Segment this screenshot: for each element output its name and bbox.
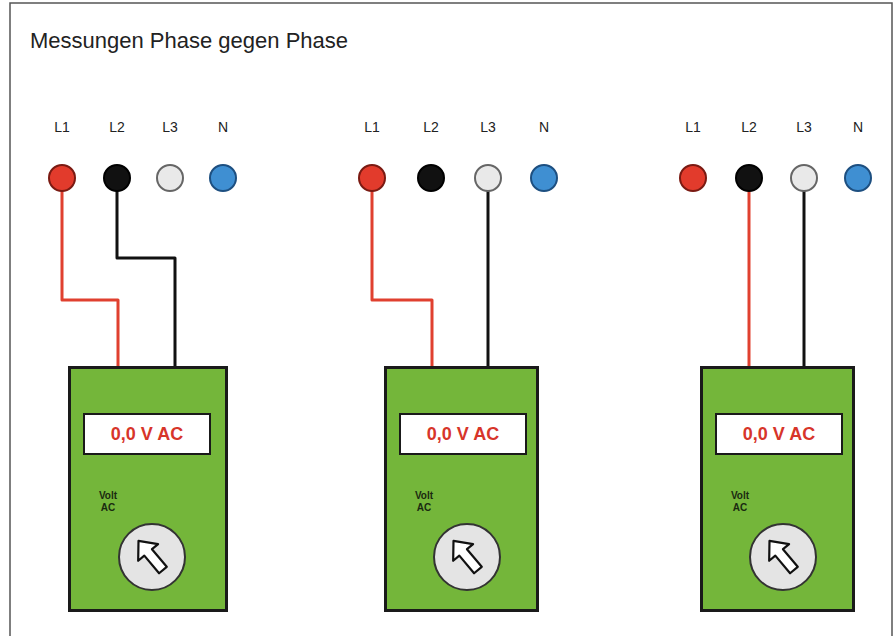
test-lead <box>748 191 751 367</box>
terminal: L3 <box>790 118 818 192</box>
terminal-label: N <box>199 118 247 136</box>
terminal-socket <box>735 164 763 192</box>
terminal: L1 <box>679 118 707 192</box>
terminal: L1 <box>358 118 386 192</box>
terminal-label: L3 <box>780 118 828 136</box>
terminal-socket <box>844 164 872 192</box>
selector-knob <box>434 524 500 590</box>
terminal-socket <box>679 164 707 192</box>
terminal-socket <box>474 164 502 192</box>
terminal: L2 <box>103 118 131 192</box>
terminal-socket <box>209 164 237 192</box>
terminal: L2 <box>735 118 763 192</box>
terminal-label: L2 <box>725 118 773 136</box>
terminal: L3 <box>156 118 184 192</box>
mode-label: Volt AC <box>407 490 441 513</box>
terminal-socket <box>358 164 386 192</box>
terminal: N <box>209 118 237 192</box>
test-lead <box>487 191 490 367</box>
multimeter: Volt AC 0,0 V AC <box>384 366 539 612</box>
test-lead <box>62 191 118 367</box>
display-reading: 0,0 V AC <box>743 424 815 445</box>
meter-display: 0,0 V AC <box>399 413 527 455</box>
terminal: N <box>530 118 558 192</box>
terminal-socket <box>417 164 445 192</box>
terminal-label: L3 <box>146 118 194 136</box>
terminal-label: L1 <box>669 118 717 136</box>
terminal-socket <box>156 164 184 192</box>
terminal: L3 <box>474 118 502 192</box>
selector-knob <box>750 524 816 590</box>
terminal: L1 <box>48 118 76 192</box>
test-lead <box>372 191 432 367</box>
terminal-label: L2 <box>93 118 141 136</box>
display-reading: 0,0 V AC <box>111 424 183 445</box>
terminal-label: N <box>520 118 568 136</box>
meter-display: 0,0 V AC <box>83 413 211 455</box>
terminal: L2 <box>417 118 445 192</box>
selector-knob <box>119 524 185 590</box>
terminal-socket <box>790 164 818 192</box>
multimeter: Volt AC 0,0 V AC <box>68 366 228 612</box>
terminal-socket <box>530 164 558 192</box>
mode-label: Volt AC <box>91 490 125 513</box>
meter-display: 0,0 V AC <box>715 413 843 455</box>
terminal-socket <box>103 164 131 192</box>
terminal-label: L1 <box>38 118 86 136</box>
terminal-label: L1 <box>348 118 396 136</box>
outer-frame <box>10 3 892 636</box>
terminal: N <box>844 118 872 192</box>
test-lead <box>117 191 175 367</box>
terminal-label: N <box>834 118 882 136</box>
test-lead <box>803 191 806 367</box>
mode-label: Volt AC <box>723 490 757 513</box>
terminal-socket <box>48 164 76 192</box>
terminal-label: L2 <box>407 118 455 136</box>
display-reading: 0,0 V AC <box>427 424 499 445</box>
terminal-label: L3 <box>464 118 512 136</box>
multimeter: Volt AC 0,0 V AC <box>700 366 855 612</box>
diagram-title: Messungen Phase gegen Phase <box>30 28 348 54</box>
